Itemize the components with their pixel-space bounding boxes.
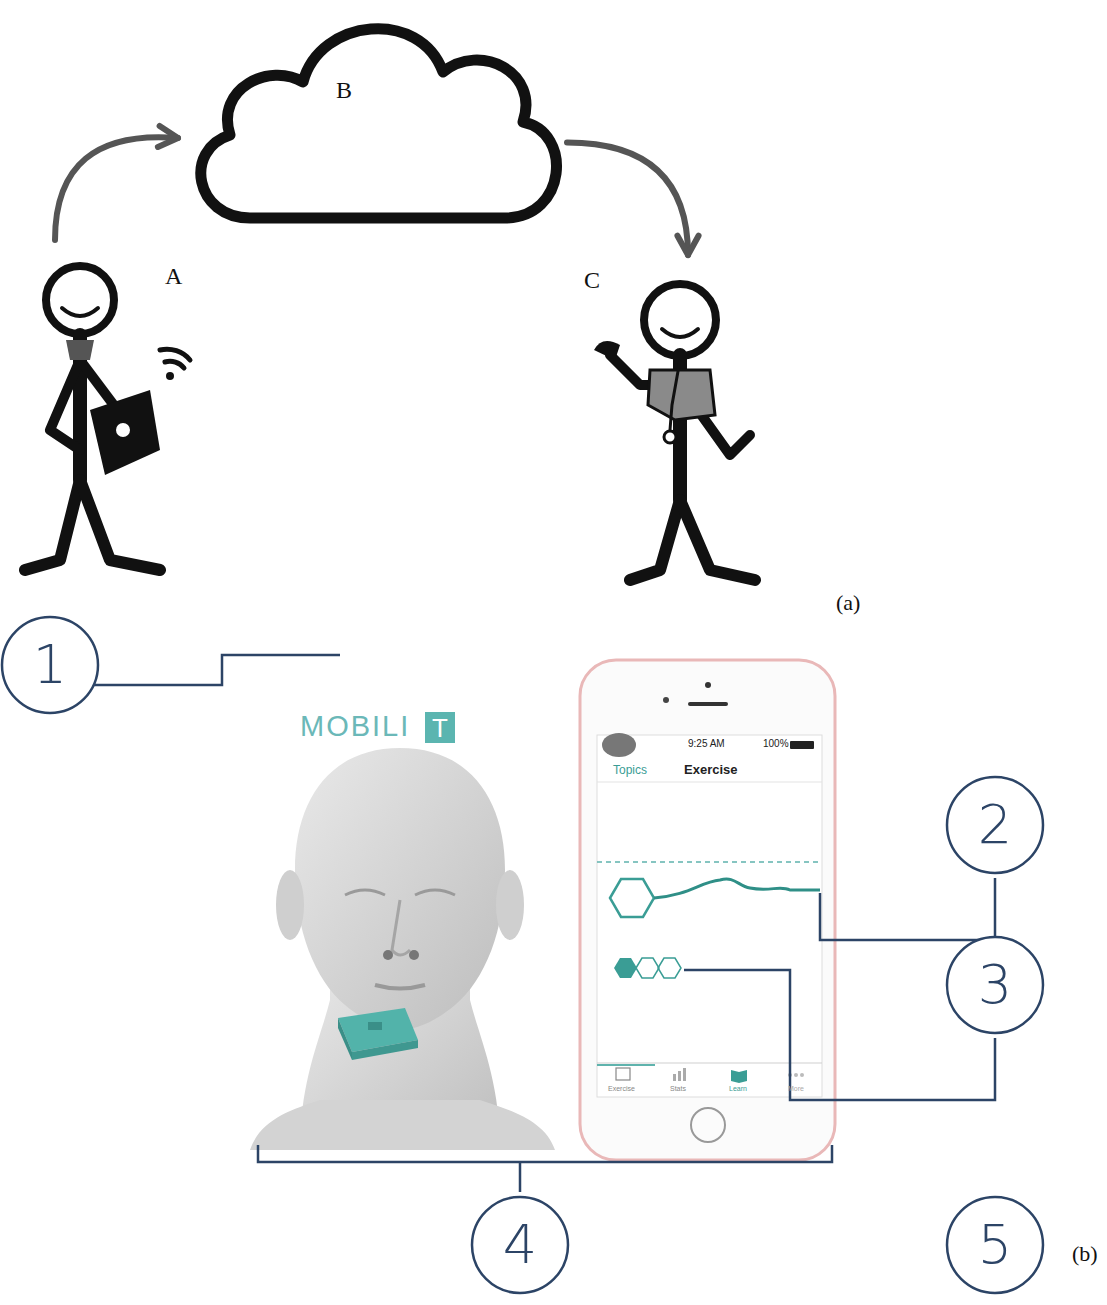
callout-number: 5 bbox=[978, 1218, 1012, 1272]
arrow-head bbox=[158, 126, 178, 147]
callout-node: 3 bbox=[945, 935, 1045, 1035]
stick-figure bbox=[10, 240, 210, 585]
figure-label: A bbox=[165, 264, 182, 288]
smartphone bbox=[580, 660, 835, 1160]
status-time: 9:25 AM bbox=[688, 739, 725, 749]
arrow-head bbox=[677, 236, 698, 255]
cloud-outline bbox=[175, 0, 570, 230]
cloud-node: B bbox=[175, 0, 570, 230]
sensor-device bbox=[338, 1008, 418, 1060]
tab-label: Exercise bbox=[608, 1085, 635, 1092]
doctor-node: C bbox=[580, 255, 810, 590]
logo-letter: T bbox=[432, 715, 448, 741]
arrow-line bbox=[567, 143, 688, 255]
stick-figure-node: A bbox=[10, 240, 210, 585]
callout-node: 2 bbox=[945, 775, 1045, 875]
callout-number: 4 bbox=[503, 1218, 537, 1272]
tab-label: Learn bbox=[729, 1085, 747, 1092]
logo-text: MOBILI bbox=[300, 712, 410, 741]
panel-label: (a) bbox=[836, 592, 860, 614]
callout-node: 5 bbox=[945, 1195, 1045, 1295]
callout-number: 3 bbox=[978, 958, 1012, 1012]
logo-box: T bbox=[425, 712, 455, 743]
callout-number: 1 bbox=[33, 638, 67, 692]
screen-title: Exercise bbox=[684, 763, 738, 776]
callout-number: 2 bbox=[978, 798, 1012, 852]
back-link: Topics bbox=[613, 764, 647, 776]
status-battery: 100% bbox=[763, 739, 789, 749]
curved-arrow bbox=[567, 143, 699, 255]
figure-label: C bbox=[584, 268, 600, 292]
doctor-figure bbox=[580, 255, 810, 590]
callout-node: 1 bbox=[0, 615, 100, 715]
curved-arrow bbox=[55, 126, 178, 240]
arrow-line bbox=[55, 137, 178, 240]
tab-label: Stats bbox=[670, 1085, 686, 1092]
head-model bbox=[250, 748, 555, 1150]
callout-node: 4 bbox=[470, 1195, 570, 1295]
panel-label: (b) bbox=[1072, 1243, 1098, 1265]
tab-label: More bbox=[788, 1085, 804, 1092]
leader-line bbox=[52, 655, 995, 1192]
figure-label: B bbox=[336, 78, 352, 102]
